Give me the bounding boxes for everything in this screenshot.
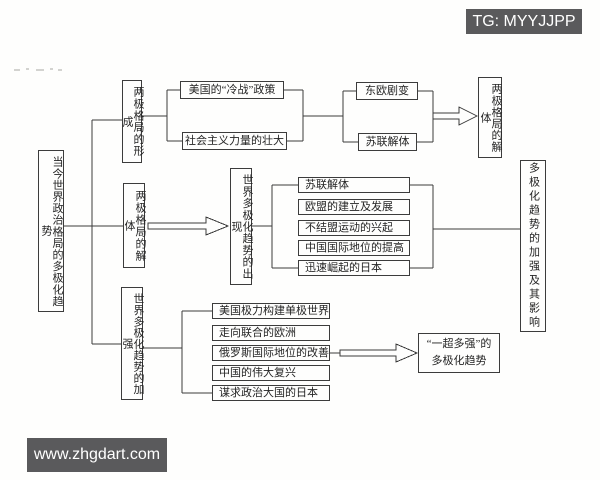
node-factor-japan-rise: 迅速崛起的日本 (298, 260, 410, 276)
tg-badge: TG: MYYJJPP (466, 9, 582, 34)
node-bipolar-end-result: 两极格局的解体 (478, 77, 502, 158)
flow-arrow-bipolar-end (432, 106, 479, 126)
node-us-cold-war-policy: 美国的“冷战”政策 (180, 81, 284, 99)
result-line-2: 多极化趋势 (431, 355, 487, 367)
flow-arrow-one-super (339, 343, 419, 363)
node-multipolar-strengthen: 世界多极化趋势的加强 (121, 287, 144, 400)
node-one-super-many-strong: “一超多强”的 多极化趋势 (418, 333, 500, 373)
watermark: www.zhgdart.com (27, 438, 167, 472)
node-east-europe-upheaval: 东欧剧变 (356, 82, 418, 100)
node-ussr-dissolution: 苏联解体 (358, 133, 417, 151)
node-factor-ussr-dissolution: 苏联解体 (298, 177, 410, 193)
node-root: 当今世界政治格局的多极化趋势 (38, 150, 64, 312)
scan-artifact (14, 68, 62, 71)
node-multipolar-emergence: 世界多极化趋势的出现 (230, 168, 253, 285)
node-factor-china-status: 中国国际地位的提高 (298, 240, 410, 256)
node-factor-united-europe: 走向联合的欧洲 (212, 325, 330, 341)
node-multipolar-outcome: 多极化趋势的加强及其影响 (520, 160, 546, 332)
node-factor-non-aligned: 不结盟运动的兴起 (298, 220, 410, 236)
node-socialist-growth: 社会主义力量的壮大 (182, 132, 287, 150)
flow-arrow-multipolar-emerge (147, 216, 230, 236)
node-factor-russia-improve: 俄罗斯国际地位的改善 (212, 345, 330, 361)
node-factor-china-rejuvenation: 中国的伟大复兴 (212, 365, 330, 381)
node-factor-japan-political: 谋求政治大国的日本 (212, 385, 330, 401)
node-factor-us-unipolar: 美国极力构建单极世界 (212, 303, 330, 319)
node-bipolar-formation: 两极格局的形成 (121, 80, 144, 163)
result-line-1: “一超多强”的 (426, 337, 492, 350)
node-bipolar-collapse: 两极格局的解体 (123, 183, 146, 268)
node-factor-eu-development: 欧盟的建立及发展 (298, 199, 410, 215)
